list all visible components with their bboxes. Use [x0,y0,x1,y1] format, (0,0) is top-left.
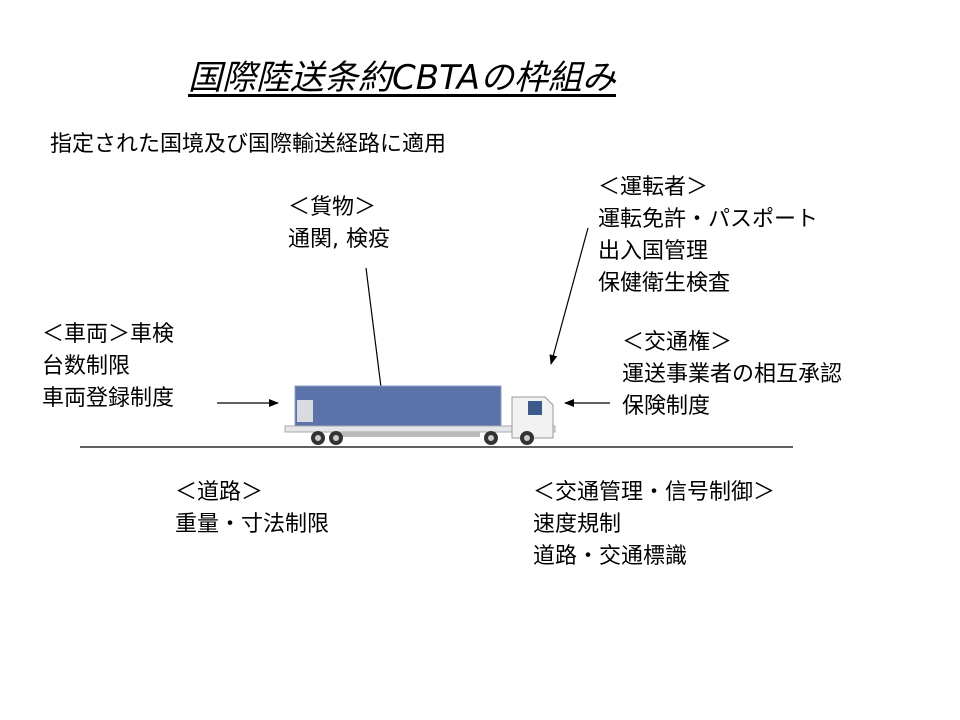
road-line: 重量・寸法制限 [175,512,330,537]
traffic-control-block: ＜交通管理・信号制御＞ 速度規制 道路・交通標識 [533,477,775,573]
road-heading: ＜道路＞ [175,480,264,505]
vehicle-line: 台数制限 [42,354,131,379]
cargo-arrow [365,267,386,404]
driver-arrow [549,227,589,365]
cargo-line: 通関, 検疫 [288,227,390,252]
traffic-control-heading: ＜交通管理・信号制御＞ [533,480,776,505]
driver-block: ＜運転者＞ 運転免許・パスポート 出入国管理 保健衛生検査 [598,172,818,300]
vehicle-block: ＜車両＞車検 台数制限 車両登録制度 [42,319,174,415]
driver-line: 保健衛生検査 [598,271,731,296]
traffic-control-line: 道路・交通標識 [533,544,688,569]
truck-cab [511,396,554,439]
vehicle-heading: ＜車両＞車検 [42,322,175,347]
driver-heading: ＜運転者＞ [598,175,709,200]
vehicle-line: 車両登録制度 [42,386,175,411]
traffic-rights-heading: ＜交通権＞ [622,330,733,355]
cargo-block: ＜貨物＞ 通関, 検疫 [288,192,390,256]
driver-line: 運転免許・パスポート [598,207,819,232]
traffic-rights-block: ＜交通権＞ 運送事業者の相互承認 保険制度 [622,327,842,423]
traffic-rights-line: 保険制度 [622,394,711,419]
cargo-heading: ＜貨物＞ [288,195,377,220]
truck-illustration [284,385,556,445]
road-block: ＜道路＞ 重量・寸法制限 [175,477,329,541]
page-title: 国際陸送条約CBTAの枠組み [188,58,616,98]
subtitle: 指定された国境及び国際輸送経路に適用 [50,132,447,157]
traffic-control-line: 速度規制 [533,512,622,537]
driver-line: 出入国管理 [598,239,709,264]
traffic-rights-line: 運送事業者の相互承認 [622,362,843,387]
truck-container [294,385,502,427]
